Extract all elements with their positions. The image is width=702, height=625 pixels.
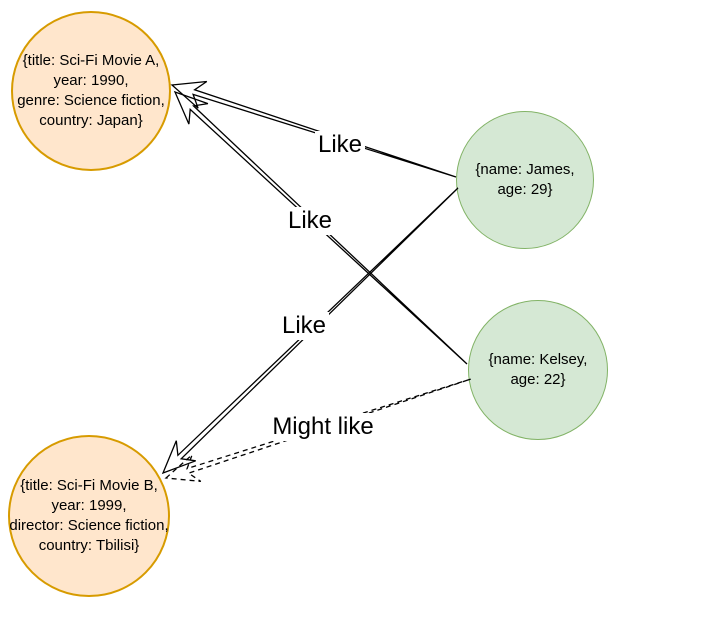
- node-movie-b: {title: Sci-Fi Movie B, year: 1999, dire…: [8, 435, 170, 597]
- node-james-label: {name: James, age: 29}: [475, 161, 575, 198]
- edge-label-kelsey-likes-movie-a: Like: [284, 207, 336, 235]
- node-kelsey-label: {name: Kelsey, age: 22}: [488, 351, 588, 388]
- edge-label-james-likes-movie-b: Like: [278, 312, 330, 340]
- node-james: {name: James, age: 29}: [456, 111, 594, 249]
- edge-label-james-likes-movie-a: Like: [314, 131, 366, 159]
- node-movie-a: {title: Sci-Fi Movie A, year: 1990, genr…: [11, 11, 171, 171]
- node-kelsey: {name: Kelsey, age: 22}: [468, 300, 608, 440]
- edge-label-kelsey-might-like-movie-b: Might like: [269, 413, 377, 441]
- edge-arrow-james-likes-movie-a: [170, 80, 457, 178]
- node-movie-a-label: {title: Sci-Fi Movie A, year: 1990, genr…: [17, 52, 165, 129]
- node-movie-b-label: {title: Sci-Fi Movie B, year: 1999, dire…: [9, 477, 169, 554]
